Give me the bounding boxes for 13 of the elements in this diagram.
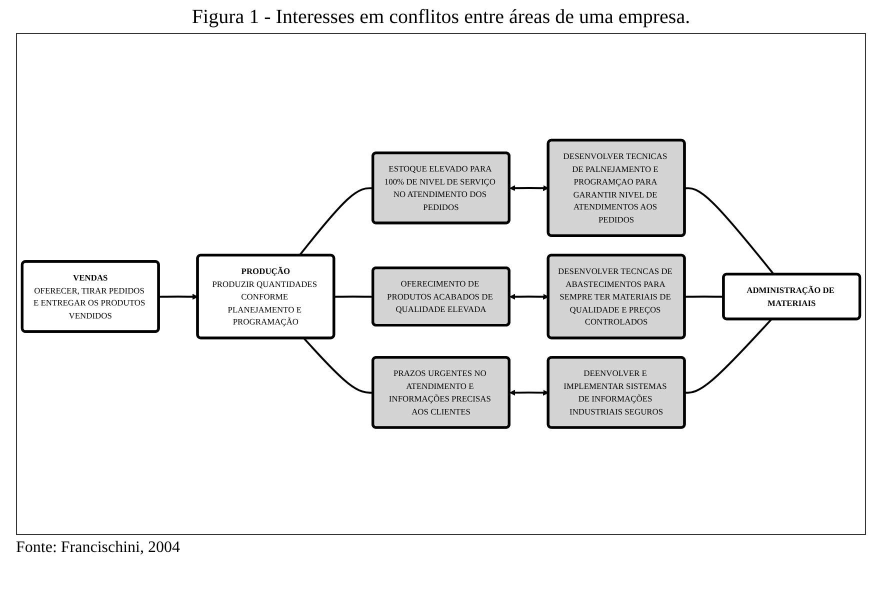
source-caption: Fonte: Francischini, 2004 — [16, 539, 181, 557]
figure-title: Figura 1 - Interesses em conflitos entre áreas de uma empresa. — [190, 6, 692, 29]
connector — [298, 187, 374, 256]
arrow — [510, 185, 549, 192]
arrow — [158, 294, 198, 300]
connector — [684, 318, 772, 394]
connector — [684, 187, 775, 276]
arrow — [510, 294, 549, 300]
diagram: PRODUÇÃO PRODUZIR QUANTIDADES CONFORME PLANEJAMENTO E PROGRAMAÇÃO VENDAS OFERECER, TIRAR PEDIDOS E ENTREGAR OS PRODUTOS VENDIDOS ADMINISTRAÇÃO DE MATERIAIS ESTOQUE ELEVADO PARA 100% DE NIVEL DE SERVIÇO NO ATENDIMENTO DOS PEDIDOS OFERECIMENTO DE PRODUTOS ACABADOS DE QUALIDADE ELEVADA PRAZOS URGENTES NO ATENDIMENTO E INFORMAÇÕES PRECISAS AOS CLIENTES DESENVOLVER TECNICAS DE PALNEJAMENTO E PROGRAMÇAO PARA GARANTIR NIVEL DE ATENDIMENTOS AOS PEDIDOS DESENVOLVER TECNCAS DE ABASTECIMENTOS PARA SEMPRE TER MATERIAIS DE QUALIDADE E PREÇOS CONTROLADOS DEENVOLVER E IMPLEMENTAR SISTEMAS DE INFORMAÇÕES INDUSTRIAIS SEGUROS — [17, 135, 865, 433]
connector — [303, 338, 374, 394]
connector — [684, 296, 724, 298]
arrow — [510, 390, 549, 396]
connector — [334, 296, 374, 298]
